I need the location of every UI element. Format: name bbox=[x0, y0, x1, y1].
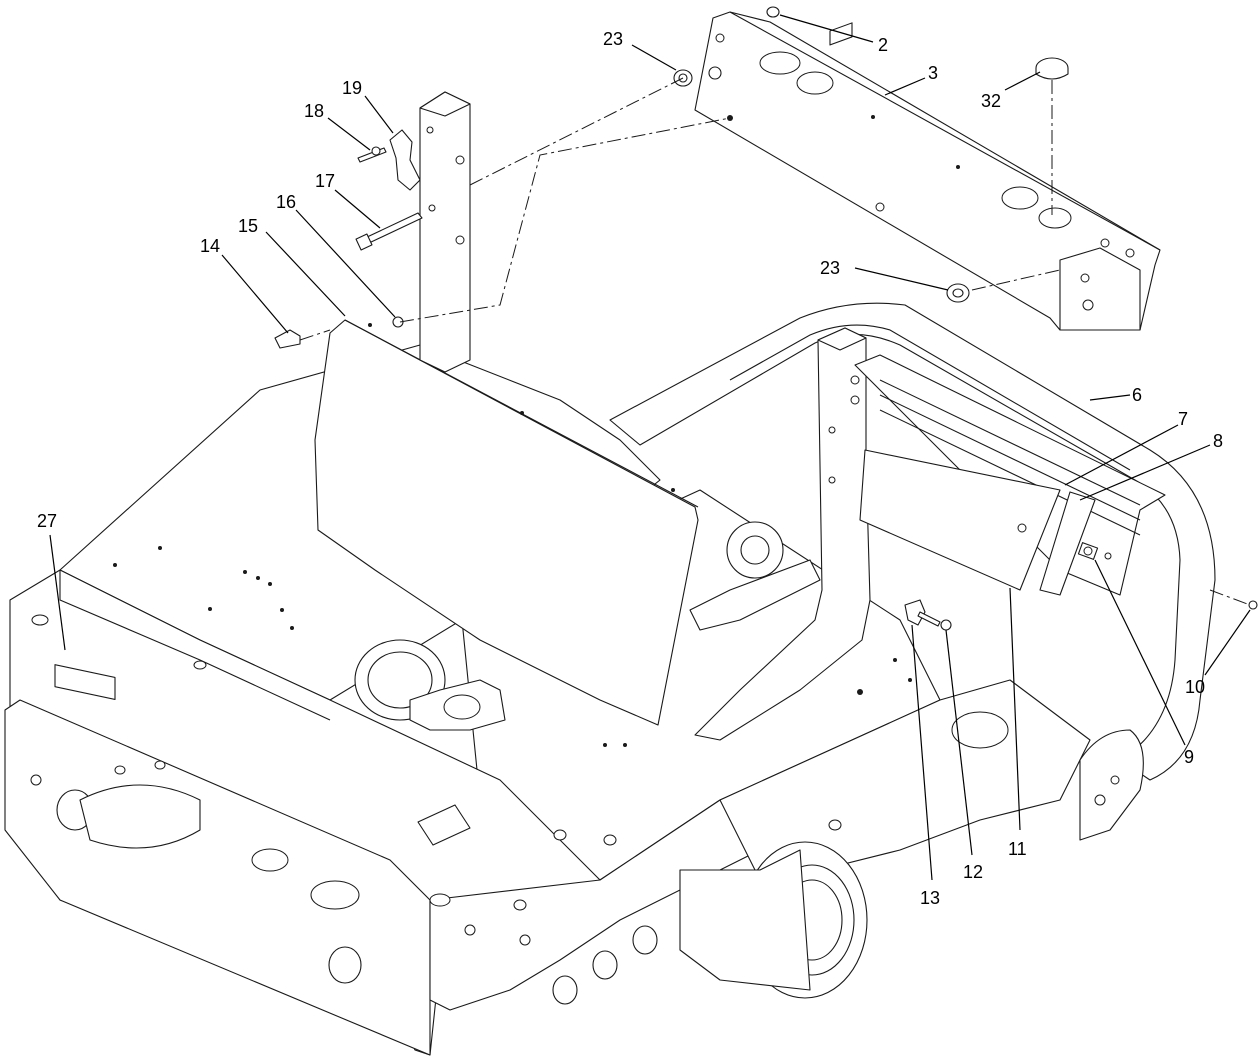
radiator-assembly bbox=[854, 354, 1166, 596]
handle-19 bbox=[389, 129, 421, 191]
callout-9: 9 bbox=[1184, 747, 1194, 767]
callout-15: 15 bbox=[238, 216, 258, 236]
callout-3: 3 bbox=[928, 63, 938, 83]
callout-19: 19 bbox=[342, 78, 362, 98]
callout-27: 27 bbox=[37, 511, 57, 531]
right-upright-post bbox=[689, 22, 871, 741]
knob-13 bbox=[904, 599, 926, 626]
callout-11: 11 bbox=[1008, 839, 1027, 859]
callout-16: 16 bbox=[276, 192, 296, 212]
callout-10: 10 bbox=[1185, 677, 1205, 697]
callout-6: 6 bbox=[1132, 385, 1142, 405]
washer-2 bbox=[766, 6, 780, 18]
callout-13: 13 bbox=[920, 888, 940, 908]
callout-17: 17 bbox=[315, 171, 335, 191]
nut-16 bbox=[392, 316, 404, 328]
callout-14: 14 bbox=[200, 236, 220, 256]
callout-18: 18 bbox=[304, 101, 324, 121]
phantom-lines bbox=[299, 77, 1251, 606]
bolt-17 bbox=[364, 212, 423, 244]
callout-23-upper: 23 bbox=[603, 29, 623, 49]
screen-panel bbox=[859, 449, 1061, 591]
seat-support-panel bbox=[314, 319, 699, 726]
callout-8: 8 bbox=[1213, 431, 1223, 451]
grommet-23-lower bbox=[946, 283, 970, 303]
callout-7: 7 bbox=[1178, 409, 1188, 429]
callout-2: 2 bbox=[878, 35, 888, 55]
nut-10 bbox=[1248, 600, 1258, 610]
callout-23-lower: 23 bbox=[820, 258, 840, 278]
leader-lines bbox=[49, 14, 1251, 881]
left-upright-post bbox=[419, 91, 471, 373]
cross-member-bracket bbox=[694, 11, 1161, 331]
callout-12: 12 bbox=[963, 862, 983, 882]
washer-12 bbox=[940, 619, 952, 631]
rear-hoop-frame bbox=[609, 302, 1216, 781]
callout-32: 32 bbox=[981, 91, 1001, 111]
callout-labels: 2 3 6 7 8 9 10 11 12 13 14 15 16 17 18 1… bbox=[37, 29, 1223, 908]
